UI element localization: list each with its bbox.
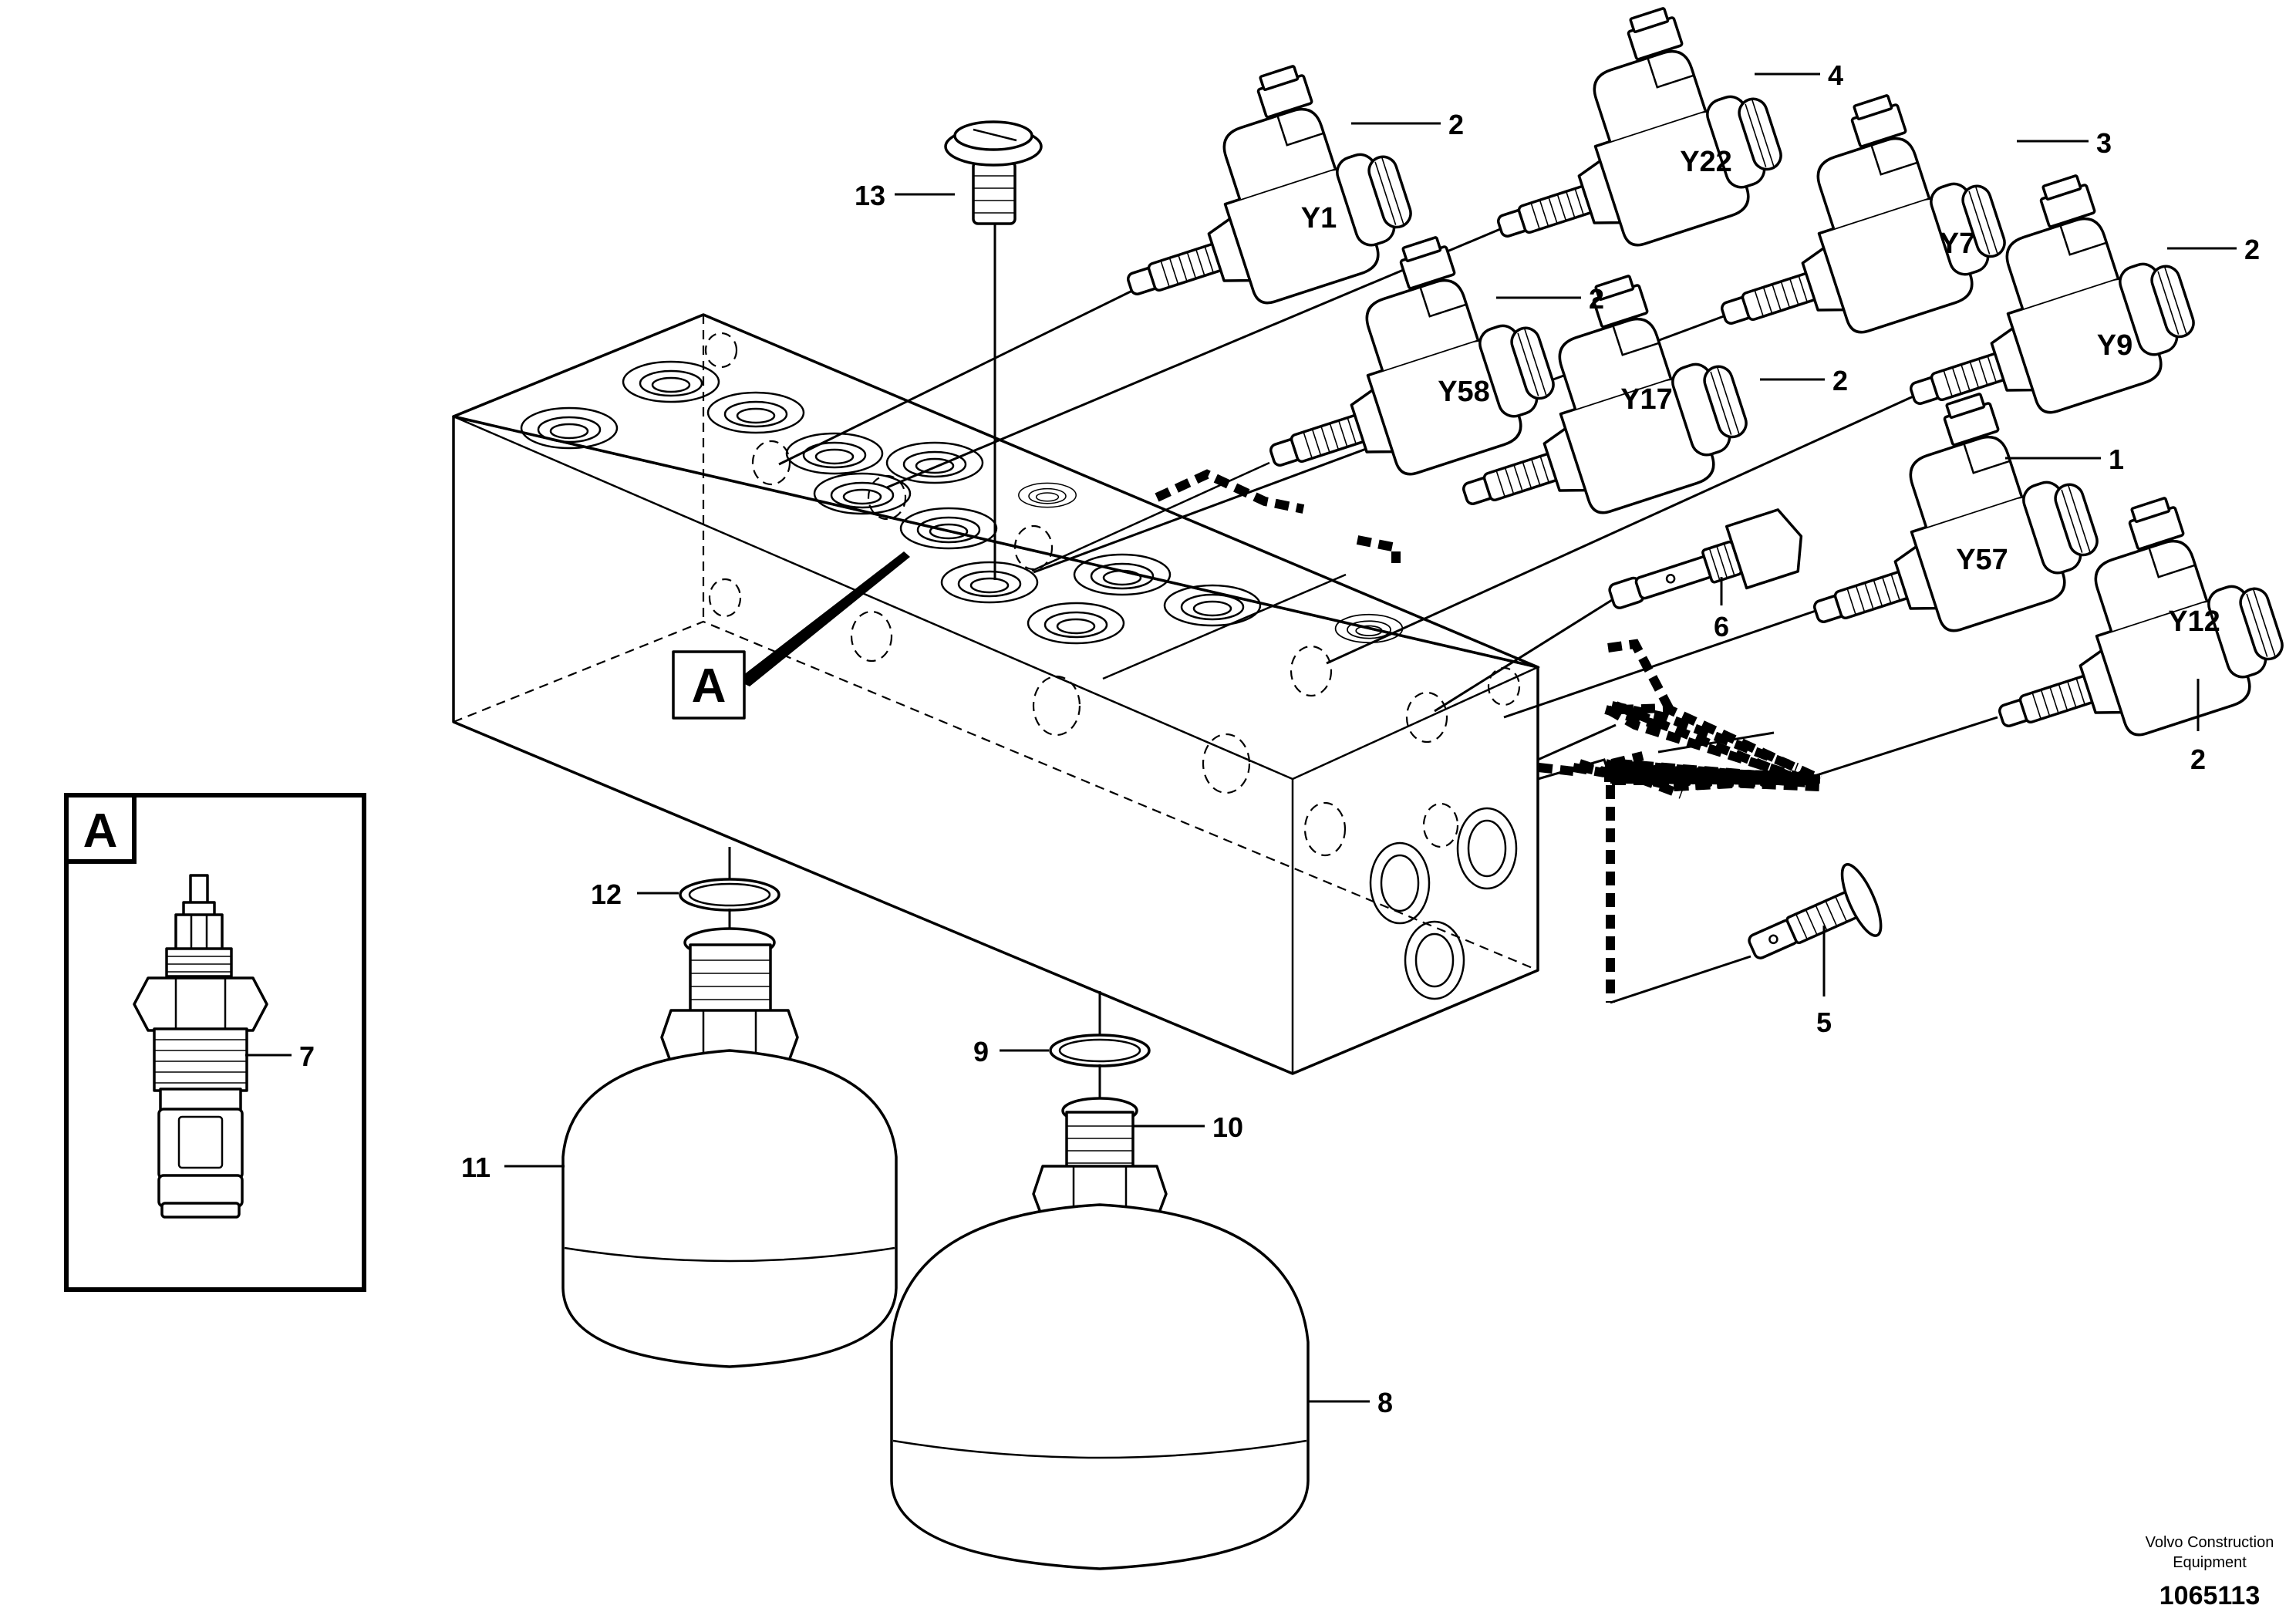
- coil-label-y57: Y57: [1956, 544, 2008, 576]
- callout-7: 7: [299, 1040, 315, 1072]
- callout-y57-part: 1: [2109, 443, 2124, 475]
- callout-6: 6: [1714, 611, 1729, 642]
- callout-10: 10: [1212, 1111, 1243, 1143]
- solenoid-valve-y12: Y12: [1950, 476, 2296, 776]
- solenoid-valve-y1: Y1: [1079, 44, 1426, 344]
- cartridge-valve-6: [1608, 508, 1803, 609]
- callout-11: 11: [461, 1152, 491, 1183]
- coil-label-y12: Y12: [2168, 605, 2220, 638]
- callout-9: 9: [973, 1036, 989, 1067]
- accumulator-right: [890, 991, 1310, 1570]
- coil-label-y17: Y17: [1620, 383, 1673, 416]
- callout-y7-part: 3: [2096, 127, 2112, 159]
- callout-12: 12: [591, 878, 622, 910]
- callout-y12-part: 2: [2190, 744, 2206, 775]
- solenoid-valve-y9: Y9: [1862, 153, 2209, 454]
- coil-label-y9: Y9: [2097, 329, 2132, 362]
- plug-5: [1748, 863, 1883, 959]
- footer-company-line1: Volvo Construction: [2146, 1534, 2274, 1551]
- solenoid-valve-y17: Y17: [1414, 254, 1762, 554]
- callout-y1-part: 2: [1448, 109, 1464, 140]
- callout-y9-part: 2: [2244, 234, 2260, 265]
- plug-13: [895, 120, 1043, 580]
- plug-5-path: [1537, 758, 1752, 1004]
- drawing-number: 1065113: [2159, 1581, 2261, 1610]
- callout-y58-part: 2: [1589, 283, 1604, 315]
- view-marker-a: A: [672, 551, 910, 720]
- side-ports: [1369, 807, 1518, 1000]
- solenoid-valve-y22: Y22: [1449, 0, 1796, 286]
- callout-13: 13: [855, 180, 885, 211]
- solenoid-valve-y58: Y58: [1222, 215, 1569, 515]
- callout-y17-part: 2: [1832, 365, 1848, 396]
- view-marker-a-label: A: [692, 659, 727, 713]
- callouts: 13 2 4 3 2 2 2 1 2 6 5 12 9: [461, 59, 2260, 1418]
- footer-company-line2: Equipment: [2173, 1554, 2247, 1571]
- solenoid-valve-y57: Y57: [1765, 372, 2112, 672]
- hidden-path-lines: [1155, 469, 1998, 799]
- callout-y22-part: 4: [1828, 59, 1843, 91]
- accumulator-left: [561, 847, 898, 1368]
- detail-box-a-label: A: [83, 804, 118, 858]
- footer: Volvo Construction Equipment 1065113: [2146, 1534, 2274, 1610]
- relief-valve-7: [133, 874, 268, 1219]
- detail-box-a: A 7: [64, 793, 366, 1292]
- solenoid-valve-y7: Y7: [1673, 73, 2020, 373]
- coil-label-y7: Y7: [1940, 228, 1975, 260]
- callout-8: 8: [1377, 1387, 1393, 1418]
- callout-5: 5: [1816, 1007, 1832, 1038]
- coil-label-y58: Y58: [1438, 376, 1490, 408]
- coil-label-y22: Y22: [1680, 146, 1732, 178]
- coil-label-y1: Y1: [1301, 202, 1337, 234]
